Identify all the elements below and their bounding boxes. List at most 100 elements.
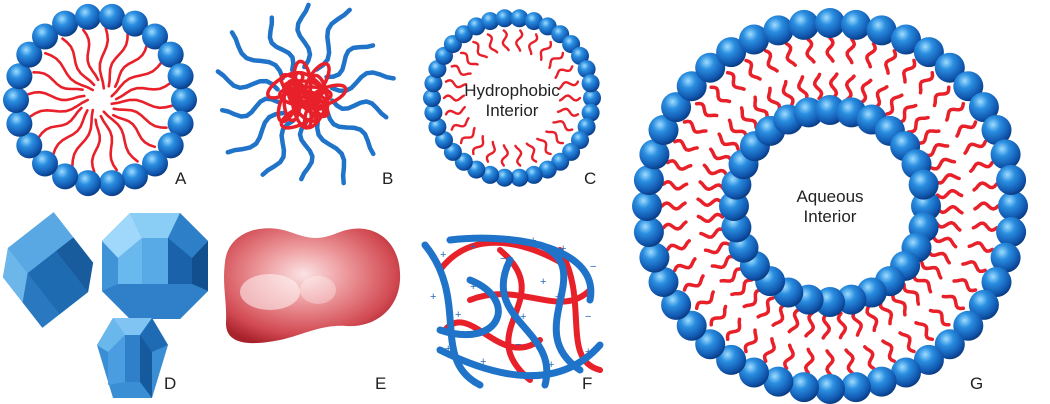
lipid-tail-inner: [742, 287, 764, 309]
lipid-tail-outer: [971, 221, 999, 233]
lipid-head-outer: [953, 71, 984, 102]
lipid-tail-outer: [881, 339, 897, 363]
chain-arm: [297, 120, 315, 182]
lipid-head: [142, 150, 168, 177]
lipid-head: [157, 41, 184, 68]
lipid-head-outer: [633, 165, 664, 195]
lipid-tail-outer: [973, 201, 1000, 211]
panel-g-interior-line1: Aqueous: [796, 187, 863, 206]
polycation-strand: [421, 241, 484, 389]
lipid-head: [32, 150, 58, 177]
positive-charge-icon: +: [555, 291, 561, 303]
panel-g-label: G: [970, 374, 983, 393]
positive-charge-icon: +: [470, 281, 476, 293]
lipid-head-outer: [866, 366, 897, 397]
lipid-head-outer: [661, 92, 692, 123]
lipid-tail-outer: [784, 41, 797, 67]
positive-charge-icon: +: [470, 241, 476, 253]
lipid-tail-inner: [717, 132, 740, 151]
lipid-tail: [552, 120, 574, 132]
lipid-tail: [501, 29, 510, 52]
lipid-tail-inner: [911, 272, 933, 294]
lipid-tail: [539, 40, 553, 61]
lipid-tail-inner: [934, 220, 962, 232]
lipid-head-outer: [996, 165, 1027, 195]
lipid-tail-outer: [762, 337, 776, 363]
polycation-strand: [436, 276, 502, 339]
positive-charge-icon: +: [548, 359, 554, 371]
panel-e-blob: [224, 228, 401, 344]
lipid-tail-outer: [665, 239, 691, 252]
lipid-tail-inner: [859, 78, 873, 105]
lipid-head-outer: [789, 372, 819, 403]
lipid-head-outer: [763, 15, 794, 46]
lipid-tail-outer: [825, 36, 835, 63]
lipid-head-outer: [913, 344, 944, 375]
lipid-tail-inner: [756, 296, 775, 319]
lipid-tail: [98, 26, 110, 90]
lipid-head: [495, 168, 514, 187]
lipid-tail: [107, 32, 130, 88]
lipid-tail-outer: [845, 37, 857, 65]
lipid-head: [583, 89, 601, 107]
lipid-tail: [459, 51, 479, 66]
lipid-tail-inner: [804, 310, 816, 338]
polycation-strand: [499, 256, 551, 389]
lipid-tail-inner: [931, 235, 958, 249]
lipid-tail-outer: [963, 139, 987, 155]
lipid-tail: [37, 106, 83, 139]
positive-charge-icon: +: [445, 343, 451, 355]
lipid-tail-inner: [878, 299, 894, 326]
lipid-head-outer: [981, 267, 1012, 297]
lipid-tail-outer: [682, 119, 708, 134]
lipid-head-outer: [739, 24, 769, 55]
lipid-tail-outer: [709, 304, 728, 327]
lipid-tail: [43, 51, 94, 92]
lipid-tail: [554, 65, 574, 79]
lipid-tail-outer: [682, 274, 705, 292]
lipid-head-outer: [990, 242, 1021, 273]
lipid-tail: [548, 51, 565, 70]
lipid-tail-inner: [709, 147, 734, 164]
panel-f-complex: ++−++−++−++−++−++−++: [421, 234, 604, 389]
lipid-head-outer: [968, 289, 999, 320]
lipid-head-outer: [789, 9, 819, 40]
lipid-head-outer: [981, 115, 1012, 145]
lipid-head: [167, 110, 194, 137]
lipid-tail-outer: [805, 37, 816, 64]
polycation-strand: [536, 241, 584, 374]
lipid-head-outer: [763, 366, 794, 397]
lipid-tail-inner: [766, 86, 782, 113]
lipid-tail: [545, 130, 565, 145]
panel-b-chains: [215, 2, 396, 186]
lipid-tail: [500, 144, 509, 167]
lipid-head-outer: [968, 92, 999, 123]
positive-charge-icon: +: [440, 249, 446, 261]
lipid-tail: [528, 33, 539, 56]
lipid-tail-inner: [696, 197, 724, 208]
lipid-tail: [558, 94, 582, 102]
lipid-head: [581, 74, 600, 93]
lipid-head-outer: [934, 52, 965, 83]
chain-arm: [219, 96, 281, 119]
lipid-head-outer: [739, 357, 769, 388]
lipid-head: [16, 41, 43, 68]
lipid-tail-inner: [781, 79, 795, 107]
lipid-tail-outer: [763, 49, 779, 73]
lipid-tail-inner: [753, 95, 769, 121]
lipid-head: [52, 163, 79, 190]
chain-arm: [229, 30, 285, 81]
lipid-head-outer: [841, 9, 871, 40]
lipid-head: [99, 3, 125, 30]
lipid-tail: [515, 29, 524, 52]
lipid-head-outer: [953, 310, 984, 341]
lipid-tail-inner: [851, 309, 863, 337]
lipid-tail-inner: [896, 103, 918, 125]
lipid-head: [524, 12, 543, 31]
lipid-head: [121, 10, 148, 37]
chain-core-loop: [282, 78, 302, 123]
lipid-tail-inner: [933, 173, 961, 185]
lipid-tail-inner: [906, 115, 930, 134]
lipid-head: [577, 60, 596, 79]
positive-charge-icon: +: [530, 235, 536, 247]
